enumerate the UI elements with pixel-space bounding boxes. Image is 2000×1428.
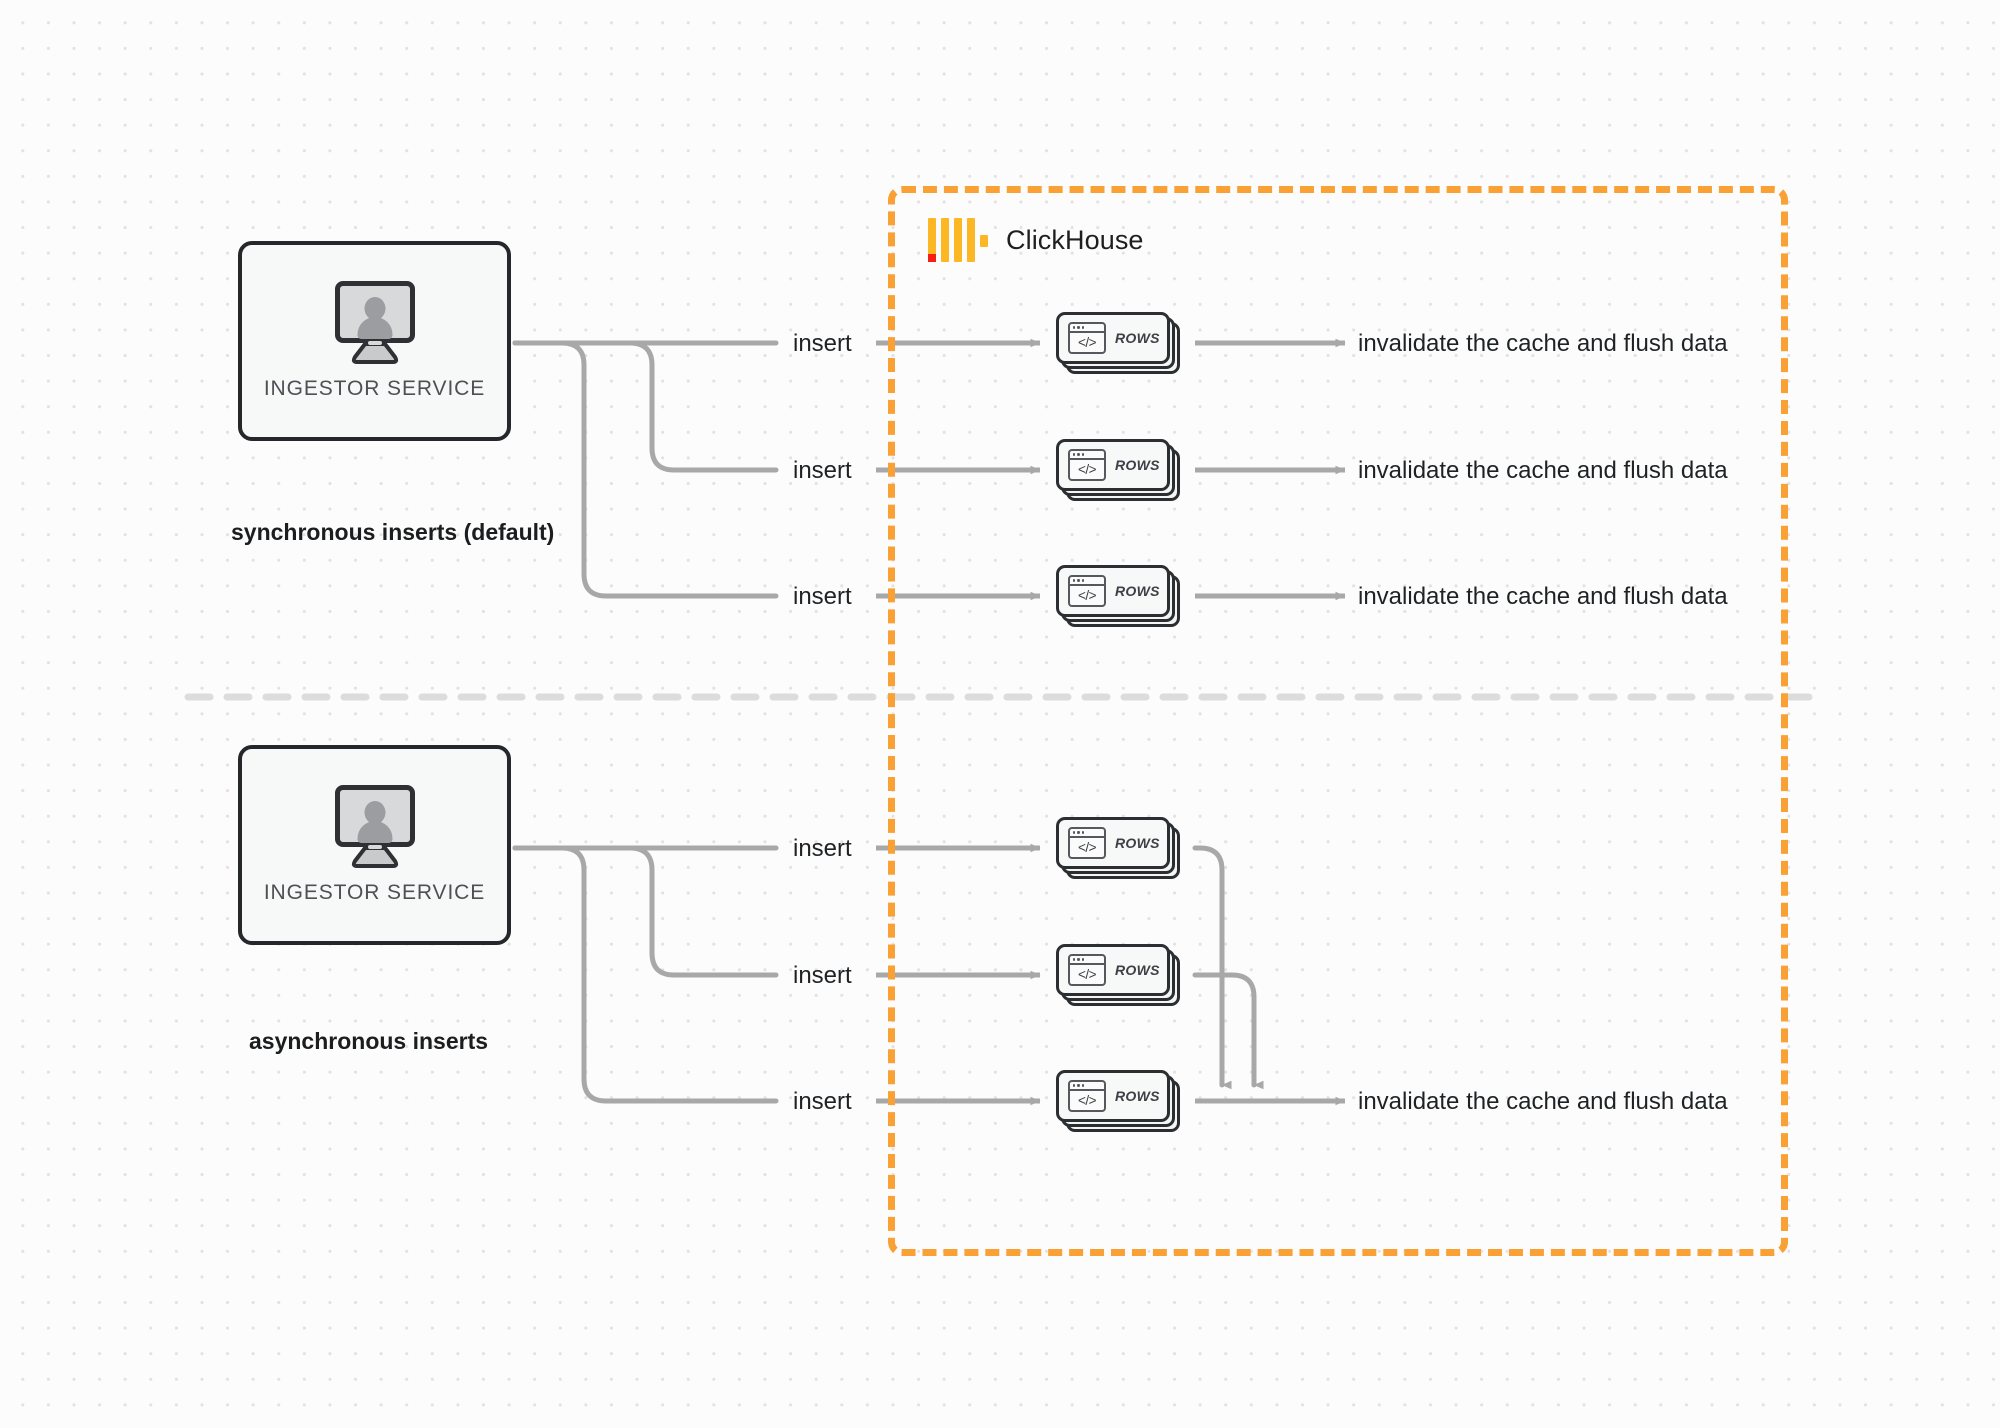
outcome-label-sync-2: invalidate the cache and flush data xyxy=(1358,457,1728,484)
code-window-icon: </> xyxy=(1068,575,1106,607)
insert-label-sync-3: insert xyxy=(793,583,852,610)
rows-label: ROWS xyxy=(1115,1088,1160,1104)
rows-node-async-2[interactable]: </> ROWS xyxy=(1056,944,1180,1006)
rows-node-sync-1[interactable]: </> ROWS xyxy=(1056,312,1180,374)
rows-node-async-3[interactable]: </> ROWS xyxy=(1056,1070,1180,1132)
sync-branch-2 xyxy=(512,340,779,473)
rows-node-sync-2[interactable]: </> ROWS xyxy=(1056,439,1180,501)
clickhouse-logo-icon xyxy=(928,218,988,262)
code-window-icon: </> xyxy=(1068,322,1106,354)
outcome-label-sync-1: invalidate the cache and flush data xyxy=(1358,330,1728,357)
code-window-icon: </> xyxy=(1068,827,1106,859)
ingestor-service-label-async: INGESTOR SERVICE xyxy=(263,881,486,904)
monitor-user-icon xyxy=(330,281,420,364)
async-branch-3 xyxy=(512,845,779,1104)
rows-label: ROWS xyxy=(1115,962,1160,978)
ingestor-service-async[interactable]: INGESTOR SERVICE xyxy=(238,745,511,945)
insert-label-async-3: insert xyxy=(793,1088,852,1115)
async-branch-2 xyxy=(512,845,779,978)
section-label-synchronous: synchronous inserts (default) xyxy=(231,519,555,545)
clickhouse-label: ClickHouse xyxy=(1006,224,1144,255)
code-window-icon: </> xyxy=(1068,449,1106,481)
rows-node-async-1[interactable]: </> ROWS xyxy=(1056,817,1180,879)
rows-label: ROWS xyxy=(1115,835,1160,851)
rows-label: ROWS xyxy=(1115,457,1160,473)
section-label-asynchronous: asynchronous inserts xyxy=(249,1028,489,1054)
code-window-icon: </> xyxy=(1068,954,1106,986)
outcome-label-async: invalidate the cache and flush data xyxy=(1358,1088,1728,1115)
insert-label-async-2: insert xyxy=(793,962,852,989)
ingestor-service-sync[interactable]: INGESTOR SERVICE xyxy=(238,241,511,441)
outcome-label-sync-3: invalidate the cache and flush data xyxy=(1358,583,1728,610)
insert-label-sync-2: insert xyxy=(793,457,852,484)
clickhouse-boundary xyxy=(888,186,1788,1256)
sync-branch-3 xyxy=(512,340,779,599)
monitor-user-icon xyxy=(330,785,420,868)
insert-label-async-1: insert xyxy=(793,835,852,862)
insert-label-sync-1: insert xyxy=(793,330,852,357)
rows-label: ROWS xyxy=(1115,583,1160,599)
code-window-icon: </> xyxy=(1068,1080,1106,1112)
clickhouse-brand: ClickHouse xyxy=(928,218,1144,262)
rows-node-sync-3[interactable]: </> ROWS xyxy=(1056,565,1180,627)
rows-label: ROWS xyxy=(1115,330,1160,346)
ingestor-service-label-sync: INGESTOR SERVICE xyxy=(263,377,486,400)
